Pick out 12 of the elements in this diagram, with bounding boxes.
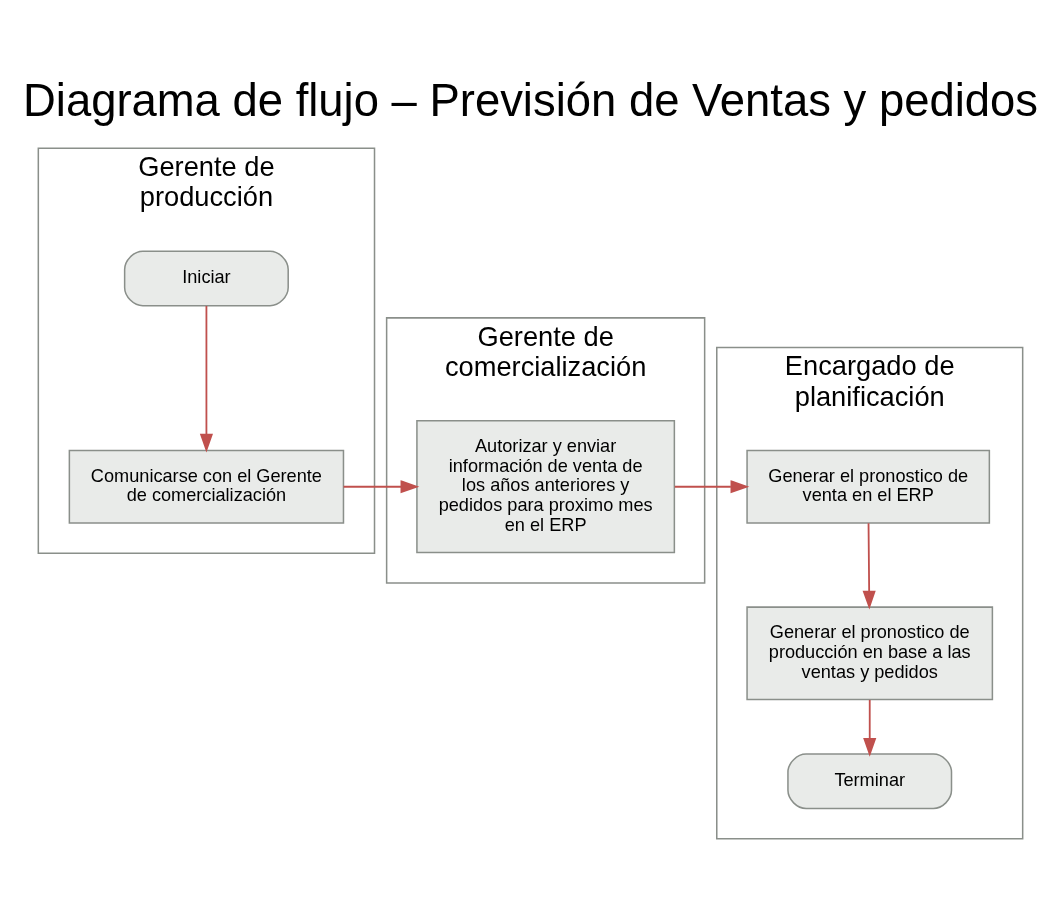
node-box: Autorizar y enviar información de venta de los años anteriores y pedidos para proximo mes en el ERP	[416, 419, 676, 553]
node-box: Comunicarse con el Gerente de comercialización	[68, 449, 345, 524]
node-box: Generar el pronostico de venta en el ERP	[746, 449, 991, 524]
arrow	[342, 479, 420, 493]
node-box: Generar el pronostico de producción en base a las ventas y pedidos	[746, 605, 994, 700]
arrow	[862, 521, 876, 610]
arrow	[673, 479, 750, 493]
arrow	[199, 304, 213, 453]
node-box: Iniciar	[123, 250, 289, 306]
arrow	[863, 698, 877, 757]
diagram-title: Diagrama de flujo – Previsión de Ventas y pedidos	[22, 74, 1039, 126]
node-box: Terminar	[787, 752, 953, 809]
